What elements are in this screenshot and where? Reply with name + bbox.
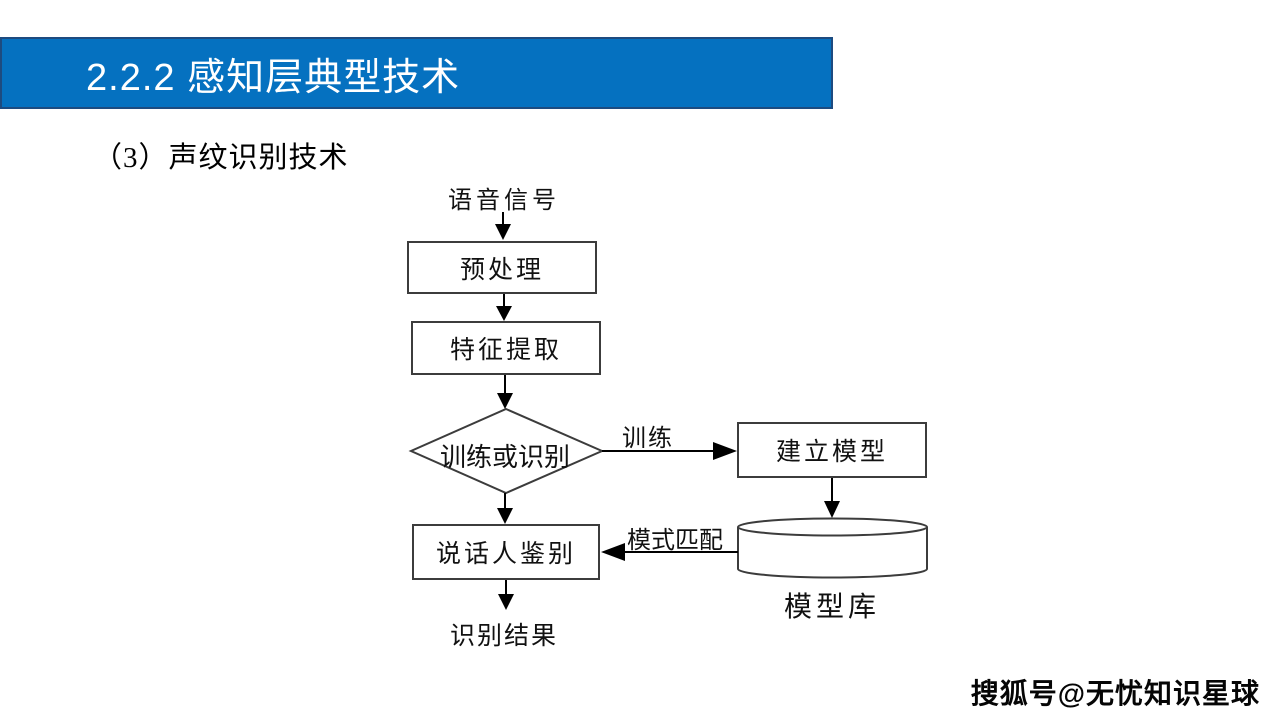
page-title: 2.2.2 感知层典型技术 — [86, 56, 461, 99]
arrowhead-down-icon — [824, 501, 840, 518]
edge-label-train: 训练 — [622, 426, 674, 452]
model-library-cylinder — [737, 527, 928, 579]
label-model-library: 模型库 — [783, 592, 880, 623]
watermark: 搜狐号@无忧知识星球 — [970, 678, 1260, 709]
node-build-model: 建立模型 — [737, 422, 927, 478]
arrowhead-left-icon — [601, 543, 625, 561]
arrowhead-down-icon — [496, 306, 512, 321]
arrowhead-down-icon — [497, 393, 513, 409]
node-preprocess: 预处理 — [407, 241, 597, 294]
edge-label-pattern-match: 模式匹配 — [627, 528, 723, 554]
model-library-cylinder-top — [737, 517, 928, 537]
node-decision-label: 训练或识别 — [439, 443, 570, 472]
arrowhead-right-icon — [713, 442, 737, 460]
node-speaker-identification: 说话人鉴别 — [412, 524, 600, 580]
label-voice-signal: 语音信号 — [448, 188, 560, 214]
label-result: 识别结果 — [449, 623, 558, 650]
header-bar: 2.2.2 感知层典型技术 — [0, 37, 833, 109]
section-subtitle: （3）声纹识别技术 — [93, 142, 349, 174]
node-feature-extraction: 特征提取 — [411, 321, 601, 375]
arrowhead-down-icon — [495, 224, 511, 240]
arrowhead-down-icon — [497, 508, 513, 524]
arrowhead-down-icon — [498, 594, 514, 610]
